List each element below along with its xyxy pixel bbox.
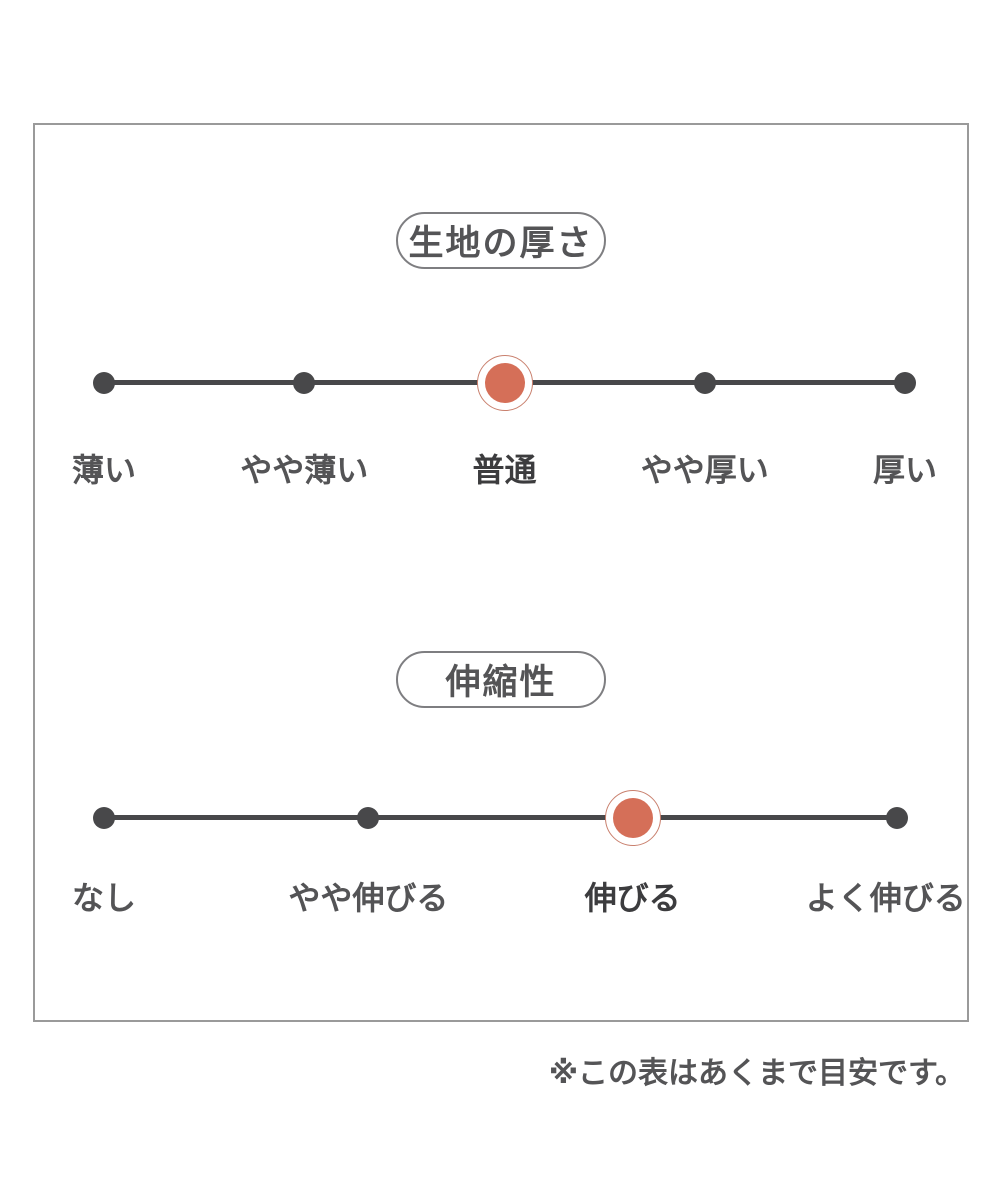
scale-dot: [93, 806, 115, 829]
scale-dot: [293, 371, 316, 394]
stretch-title-pill: 伸縮性: [396, 651, 606, 708]
scale-label: よく伸びる: [805, 879, 966, 917]
scale-dot: [357, 806, 380, 829]
thickness-title: 生地の厚さ: [408, 224, 594, 264]
footnote-disclaimer: ※この表はあくまで目安です。: [548, 1056, 965, 1091]
stretch-title: 伸縮性: [445, 663, 557, 703]
scale-dot: [886, 806, 908, 829]
selected-point-ring: [604, 789, 661, 846]
scale-dot: [894, 371, 916, 394]
stretch-labels: なし やや伸びる 伸びる よく伸びる: [72, 878, 966, 918]
scale-dot: [693, 371, 716, 394]
scale-label: やや厚い: [640, 451, 769, 489]
selected-point-dot: [612, 797, 653, 838]
scale-label: やや伸びる: [288, 879, 449, 917]
scale-label: なし: [71, 879, 137, 917]
selected-scale-label: 普通: [472, 451, 537, 489]
scale-dot: [93, 371, 115, 394]
stretch-track: [93, 789, 908, 846]
chart-frame: 生地の厚さ 薄い やや薄い 普通 やや厚い 厚い 伸縮性 なし やや伸びる 伸びる よく伸びる: [33, 123, 969, 1022]
thickness-title-pill: 生地の厚さ: [396, 212, 606, 269]
thickness-track: [93, 354, 916, 411]
selected-point-ring: [476, 354, 533, 411]
selected-scale-label: 伸びる: [584, 879, 681, 917]
scale-label: 薄い: [71, 451, 137, 489]
thickness-labels: 薄い やや薄い 普通 やや厚い 厚い: [72, 450, 937, 490]
scale-label: やや薄い: [240, 451, 369, 489]
selected-point-dot: [484, 362, 525, 403]
scale-label: 厚い: [872, 451, 938, 489]
